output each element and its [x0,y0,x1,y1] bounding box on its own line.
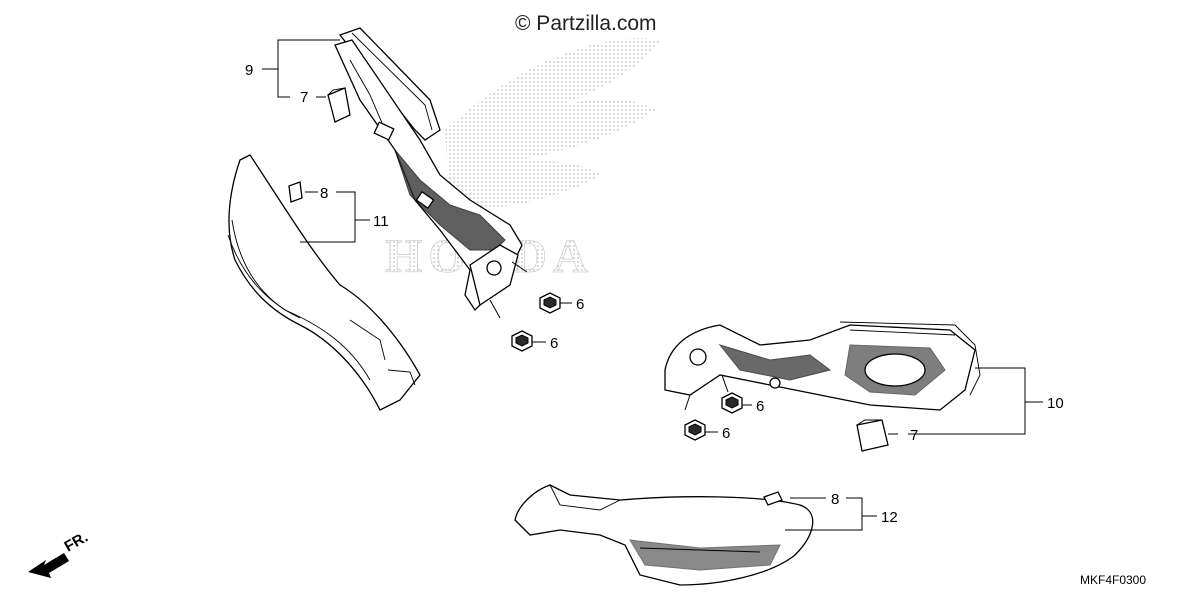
label-7-upper: 7 [300,89,308,106]
wing-watermark-icon [445,38,660,212]
part-11-left-cover[interactable] [227,154,421,411]
front-label: FR. [62,529,91,556]
label-8-upper: 8 [320,185,328,202]
part-7-rubber-lower[interactable] [856,419,889,452]
label-7-lower: 7 [910,427,918,444]
part-7-rubber-upper[interactable] [327,87,351,123]
front-arrow-icon [28,553,69,578]
label-6-c: 6 [756,398,764,415]
leader-lines [262,39,1043,531]
front-direction-marker: FR. [28,529,91,578]
part-10-bracket-assembly[interactable] [664,321,981,411]
part-6-nut-c[interactable] [721,392,743,414]
label-8-lower: 8 [831,491,839,508]
part-labels: 9 7 8 11 6 6 10 6 6 7 8 12 [245,62,1064,526]
label-6-b: 6 [550,335,558,352]
part-6-nut-b[interactable] [511,330,533,352]
label-6-a: 6 [576,296,584,313]
part-6-nut-a[interactable] [539,292,561,314]
label-12: 12 [881,509,898,526]
diagram-code: MKF4F0300 [1080,573,1146,587]
part-12-right-cover[interactable] [514,484,814,586]
label-6-d: 6 [722,425,730,442]
label-11: 11 [373,213,389,230]
part-8-clip-upper[interactable] [288,181,303,203]
label-9: 9 [245,62,253,79]
label-10: 10 [1047,395,1064,412]
copyright-text: © Partzilla.com [515,12,657,35]
part-9-bracket-assembly[interactable] [334,27,528,319]
part-8-clip-lower[interactable] [763,491,783,506]
part-6-nut-d[interactable] [684,419,706,441]
